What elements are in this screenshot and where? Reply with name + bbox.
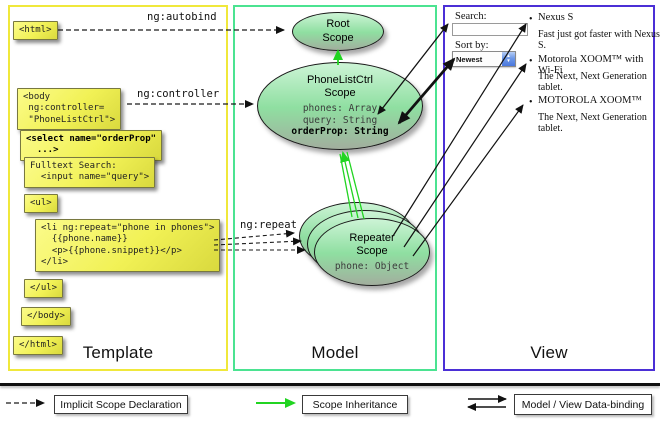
repeater-scope-ellipse: Repeater Scope phone: Object: [314, 218, 430, 286]
prop-orderprop: orderProp: String: [291, 126, 389, 138]
repeater-scope-title: Repeater Scope: [349, 231, 395, 257]
model-column-label: Model: [311, 343, 359, 362]
root-scope-title: Root Scope: [322, 18, 354, 44]
ng-controller-label: ng:controller: [137, 88, 220, 100]
phone-item-desc: The Next, Next Generation tablet.: [538, 112, 647, 134]
bullet-icon: •: [529, 97, 533, 108]
root-scope-ellipse: Root Scope: [292, 12, 384, 51]
search-label: Search:: [455, 11, 487, 22]
phonelistctrl-scope-title: PhoneListCtrl Scope: [306, 73, 374, 100]
sort-dropdown-value: Newest: [456, 54, 483, 64]
sort-by-label: Sort by:: [455, 40, 489, 51]
bullet-icon: •: [529, 56, 533, 67]
template-column-label: Template: [82, 343, 154, 362]
phone-item-desc: The Next, Next Generation tablet.: [538, 71, 647, 93]
legend-model-view-data-binding: Model / View Data-binding: [514, 394, 652, 415]
phone-item-name: MOTOROLA XOOM™: [538, 95, 642, 106]
code-box-fulltext-search: Fulltext Search: <input name="query">: [24, 157, 156, 188]
code-box-li-repeat: <li ng:repeat="phone in phones"> {{phone…: [35, 219, 221, 272]
prop-phones: phones: Array: [302, 103, 378, 115]
code-box-html-close: </html>: [13, 336, 63, 356]
phonelistctrl-scope-ellipse: PhoneListCtrl Scope phones: Array query:…: [257, 62, 423, 150]
legend-implicit-scope-declaration: Implicit Scope Declaration: [54, 395, 188, 414]
code-box-ul-close: </ul>: [24, 279, 64, 299]
phonelistctrl-scope-props: phones: Array query: String orderProp: S…: [291, 103, 388, 138]
dropdown-stepper-icon: ▲▼: [502, 52, 515, 66]
ng-autobind-label: ng:autobind: [147, 11, 217, 23]
view-column-label: View: [530, 343, 568, 362]
search-input[interactable]: [452, 23, 528, 36]
code-box-body-open: <body ng:controller= "PhoneListCtrl">: [17, 88, 122, 130]
prop-query: query: String: [302, 114, 378, 126]
bullet-icon: •: [529, 14, 533, 25]
phone-item-name: Motorola XOOM™ with Wi-Fi: [538, 54, 644, 76]
code-box-ul-open: <ul>: [24, 194, 58, 214]
legend-scope-inheritance: Scope Inheritance: [302, 395, 408, 414]
ng-repeat-label: ng:repeat: [240, 219, 297, 231]
legend-divider: [0, 383, 660, 386]
code-box-body-close: </body>: [21, 307, 71, 327]
code-box-select: <select name="orderProp" ...>: [20, 130, 163, 161]
repeater-scope-props: phone: Object: [335, 261, 409, 273]
phone-item-desc: Fast just got faster with Nexus S.: [538, 29, 660, 51]
model-column: Model: [233, 5, 437, 371]
code-box-html-open: <html>: [13, 21, 58, 41]
prop-phone: phone: Object: [334, 260, 410, 272]
phone-item-name: Nexus S: [538, 12, 574, 23]
sort-dropdown[interactable]: Newest ▲▼: [452, 51, 516, 67]
